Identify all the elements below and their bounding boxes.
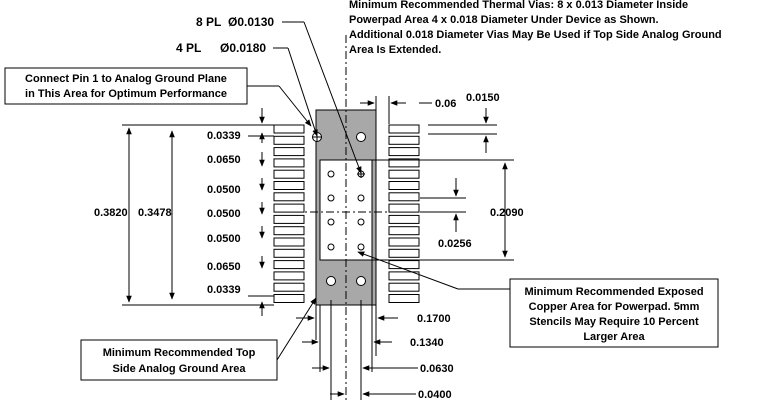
dim-0.0339-bottom-label: 0.0339 <box>207 284 241 296</box>
left-pad <box>273 124 305 134</box>
ground-note-box <box>80 339 278 381</box>
small-via-circle <box>357 243 365 251</box>
pl4-leader-diagonal <box>287 47 318 137</box>
left-pad <box>273 271 305 281</box>
left-pad <box>273 147 305 157</box>
right-pad <box>388 203 420 213</box>
small-via-circle <box>327 243 335 251</box>
left-pad <box>273 237 305 247</box>
left-pad <box>273 169 305 179</box>
dim-0.2090-label: 0.2090 <box>490 207 524 219</box>
ground-leader <box>276 297 317 361</box>
large-via-circle <box>326 276 336 286</box>
left-pad <box>273 214 305 224</box>
ground-note-line-2: Side Analog Ground Area <box>112 363 246 375</box>
powerpad-note-line-1: Minimum Recommended Exposed <box>524 286 703 298</box>
right-pad <box>388 248 420 258</box>
left-pad <box>273 192 305 202</box>
right-pad <box>388 260 420 270</box>
right-pad <box>388 214 420 224</box>
pin1-leader-diagonal <box>278 85 312 127</box>
thermal-vias-note-line-2: Powerpad Area 4 x 0.018 Diameter Under D… <box>349 14 659 26</box>
right-pad <box>388 158 420 168</box>
dim-0.3478-label: 0.3478 <box>138 207 172 219</box>
left-pad <box>273 226 305 236</box>
right-pad <box>388 147 420 157</box>
thermal-vias <box>312 132 366 286</box>
left-pad <box>273 181 305 190</box>
right-pad <box>388 135 420 145</box>
pin1-note-line-2: in This Area for Optimum Performance <box>25 88 227 100</box>
pl4-count-label: 4 PL <box>176 41 201 55</box>
large-via-circle <box>356 132 366 142</box>
powerpad-note-line-2: Copper Area for Powerpad. 5mm <box>529 301 700 313</box>
right-pad <box>388 169 420 179</box>
pl8-leader-diagonal <box>303 21 362 174</box>
dim-0.06-label: 0.06 <box>435 98 456 110</box>
small-via-circle <box>357 194 365 202</box>
right-pad <box>388 271 420 281</box>
right-pad <box>388 294 420 303</box>
dim-0.0650-bottom-label: 0.0650 <box>207 261 241 273</box>
dim-0.0150-label: 0.0150 <box>466 92 500 104</box>
dim-0.0500-c-label: 0.0500 <box>207 233 241 245</box>
small-via-circle <box>357 218 365 226</box>
thermal-vias-note-line-4: Area Is Extended. <box>349 44 441 56</box>
dim-0.0630-label: 0.0630 <box>420 363 454 375</box>
small-via-circle <box>327 194 335 202</box>
dim-0.1700-label: 0.1700 <box>417 313 451 325</box>
powerpad-note-line-3: Stencils May Require 10 Percent <box>529 316 699 328</box>
powerpad-leader-diagonal <box>357 251 459 290</box>
right-pad <box>388 192 420 202</box>
dim-0.0650-top-label: 0.0650 <box>207 154 241 166</box>
small-via-circle <box>327 218 335 226</box>
dim-0.0339-top-label: 0.0339 <box>207 130 241 142</box>
pl8-count-label: 8 PL <box>196 15 221 29</box>
small-via-circle <box>327 170 335 178</box>
right-pad <box>388 237 420 247</box>
dim-0.0400-label: 0.0400 <box>418 389 452 401</box>
pin1-note-line-1: Connect Pin 1 to Analog Ground Plane <box>25 73 227 85</box>
left-pad <box>273 248 305 258</box>
right-pad <box>388 282 420 292</box>
right-pad <box>388 181 420 190</box>
dim-0.3820-label: 0.3820 <box>94 207 128 219</box>
large-via-circle <box>356 276 366 286</box>
thermal-vias-note-line-1: Minimum Recommended Thermal Vias: 8 x 0.… <box>349 0 688 11</box>
right-pad-row <box>388 124 420 303</box>
pl8-diameter-label: Ø0.0130 <box>228 15 274 29</box>
left-pad <box>273 135 305 145</box>
left-pad <box>273 294 305 303</box>
ground-note-line-1: Minimum Recommended Top <box>103 347 256 359</box>
right-pad <box>388 124 420 134</box>
thermal-vias-note-line-3: Additional 0.018 Diameter Vias May Be Us… <box>349 29 722 41</box>
left-pad <box>273 282 305 292</box>
right-pad <box>388 226 420 236</box>
powerpad-note-line-4: Larger Area <box>583 331 645 343</box>
left-pad-row <box>273 124 305 303</box>
pl4-diameter-label: Ø0.0180 <box>220 41 266 55</box>
dim-0.0500-a-label: 0.0500 <box>207 184 241 196</box>
dim-0.1340-label: 0.1340 <box>410 337 444 349</box>
left-pad <box>273 260 305 270</box>
left-pad <box>273 203 305 213</box>
dim-0.0256-label: 0.0256 <box>438 238 472 250</box>
dim-0.0500-b-label: 0.0500 <box>207 208 241 220</box>
powerpad-note-box <box>509 278 719 348</box>
pitch-dimension-ticks <box>248 108 274 316</box>
left-pad <box>273 158 305 168</box>
